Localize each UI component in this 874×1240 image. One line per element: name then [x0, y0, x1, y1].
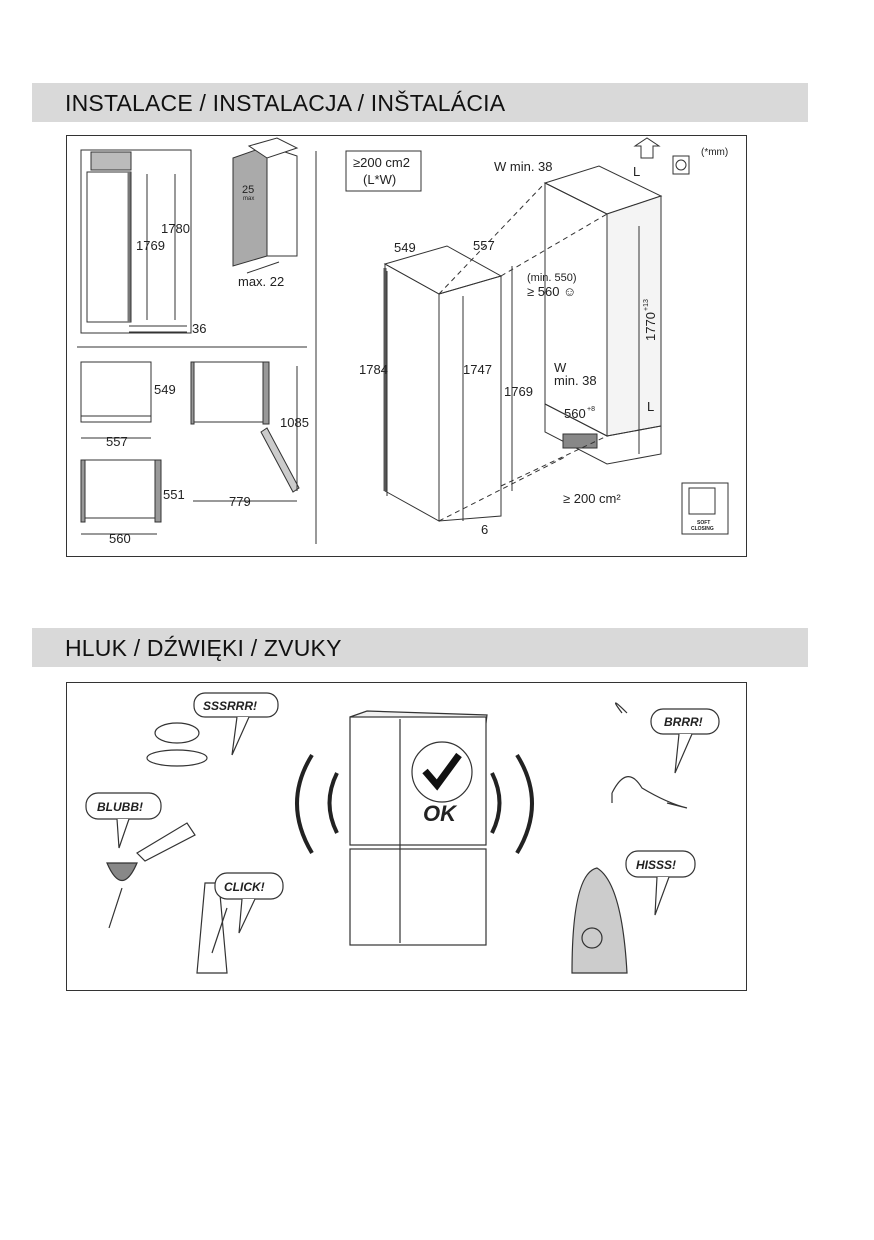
bubble-cat: BRRR!: [664, 715, 703, 729]
dim-1769: 1769: [136, 238, 165, 253]
door-view: [232, 137, 299, 274]
installation-header: INSTALACE / INSTALACJA / INŠTALÁCIA: [32, 83, 808, 122]
vent-box-line2: (L*W): [363, 172, 396, 187]
iron-icon: [571, 867, 628, 974]
dim-779: 779: [229, 494, 251, 509]
bottom-gap-min: min. 38: [554, 373, 597, 388]
dim-width: 557: [473, 238, 495, 253]
dim-557: 557: [106, 434, 128, 449]
top-views: [80, 361, 300, 535]
sound-waves: [295, 753, 534, 855]
bubble-fly: SSSRRR!: [203, 699, 257, 713]
dim-max-22: max. 22: [238, 274, 284, 289]
dim-549: 549: [154, 382, 176, 397]
niche-width-tol: +8: [587, 406, 595, 413]
wine-glass-icon: [106, 822, 196, 929]
installation-diagram: 1780 1769 36 25 max max. 22 549 557 551 …: [66, 135, 747, 557]
top-gap: W min. 38: [494, 159, 553, 174]
unit-note: (*mm): [701, 147, 728, 158]
dim-foot: 6: [481, 522, 488, 537]
dim-560: 560: [109, 531, 131, 546]
installation-drawing: 1780 1769 36 25 max max. 22 549 557 551 …: [77, 137, 729, 546]
noise-header: HLUK / DŹWIĘKI / ZVUKY: [32, 628, 808, 667]
dim-1780: 1780: [161, 221, 190, 236]
appliance-perspective: [345, 137, 729, 535]
installation-title: INSTALACE / INSTALACJA / INŠTALÁCIA: [65, 90, 506, 116]
niche-height: 1770: [643, 312, 658, 341]
dim-1747: 1747: [463, 362, 492, 377]
door-load-unit: max: [243, 196, 254, 202]
ok-label: OK: [423, 801, 458, 826]
niche-height-tol: +13: [643, 299, 650, 311]
side-view: [80, 149, 192, 334]
vent-box-line1: ≥200 cm2: [353, 155, 410, 170]
fly-icon: [146, 722, 208, 767]
bubble-iron: HISSS!: [636, 858, 676, 872]
dim-depth: 549: [394, 240, 416, 255]
niche-depth-rec: ≥ 560 ☺: [527, 284, 576, 299]
noise-diagram: SSSRRR! BLUBB! CLICK! BRRR! HISSS! OK: [66, 682, 747, 991]
speech-bubbles: [85, 692, 720, 934]
sound-labels: SSSRRR! BLUBB! CLICK! BRRR! HISSS! OK: [97, 699, 703, 894]
noise-drawing: SSSRRR! BLUBB! CLICK! BRRR! HISSS! OK: [85, 692, 720, 974]
bottom-L: L: [647, 399, 654, 414]
soft-closing-1: SOFT: [697, 520, 710, 526]
soft-closing-2: CLOSING: [691, 526, 714, 532]
top-L: L: [633, 164, 640, 179]
niche-depth-min: (min. 550): [527, 272, 577, 284]
dim-1085: 1085: [280, 415, 309, 430]
cat-icon: [611, 702, 688, 809]
dim-551: 551: [163, 487, 185, 502]
bottom-gap-w: W: [554, 360, 567, 375]
niche-width: 560: [564, 406, 586, 421]
dim-1769-frame: 1769: [504, 384, 533, 399]
bubble-metronome: CLICK!: [224, 880, 265, 894]
noise-title: HLUK / DŹWIĘKI / ZVUKY: [65, 635, 342, 661]
dim-36: 36: [192, 321, 206, 336]
dim-1784: 1784: [359, 362, 388, 377]
door-load: 25: [242, 184, 254, 196]
vent-area: ≥ 200 cm²: [563, 491, 621, 506]
fridge-illustration: [349, 710, 488, 946]
bubble-wine: BLUBB!: [97, 800, 143, 814]
dimension-labels: 1780 1769 36 25 max max. 22 549 557 551 …: [106, 147, 728, 546]
